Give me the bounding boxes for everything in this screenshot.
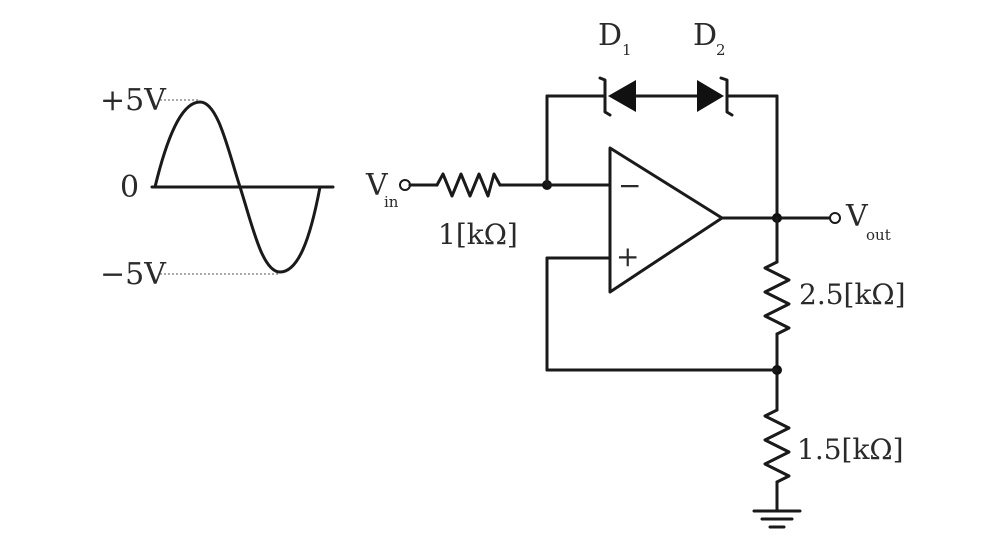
sine-curve	[153, 100, 322, 274]
input-stage: V in 1[kΩ]	[365, 168, 549, 251]
diode-d1-cathode	[598, 76, 612, 117]
resistor-2-5k	[763, 260, 791, 336]
ground-icon	[752, 509, 802, 529]
resistor-1-5k	[763, 408, 791, 484]
vin-label: V	[365, 168, 389, 203]
diode-d2: D 2	[693, 18, 734, 117]
op-amp-triangle	[608, 146, 724, 294]
voltage-divider: 2.5[kΩ] 1.5[kΩ]	[752, 216, 906, 529]
resistor-1-5k-label: 1.5[kΩ]	[797, 433, 904, 466]
d1-subscript: 1	[622, 41, 632, 59]
d1-label: D	[598, 18, 622, 53]
vin-subscript: in	[384, 193, 399, 211]
positive-feedback-path	[545, 256, 779, 372]
diode-d1-body	[608, 80, 636, 112]
op-amp-plus: +	[616, 240, 639, 273]
diode-d2-body	[697, 80, 724, 112]
label-minus-5v: −5V	[100, 257, 167, 292]
feedback-network: D 1 D 2	[542, 18, 779, 220]
label-plus-5v: +5V	[100, 83, 167, 118]
op-amp: − +	[608, 146, 724, 294]
vout-terminal	[829, 212, 841, 224]
resistor-2-5k-label: 2.5[kΩ]	[799, 278, 906, 311]
label-zero: 0	[120, 170, 139, 205]
d2-subscript: 2	[716, 41, 726, 59]
sine-waveform: +5V 0 −5V	[100, 83, 335, 292]
vout-subscript: out	[866, 226, 891, 244]
d2-label: D	[693, 18, 717, 53]
vout-label: V	[845, 199, 869, 234]
input-resistor-label: 1[kΩ]	[438, 218, 518, 251]
diode-d1: D 1	[598, 18, 636, 117]
output-stage: V out	[720, 199, 891, 244]
input-resistor	[435, 172, 502, 198]
op-amp-minus: −	[618, 169, 641, 202]
